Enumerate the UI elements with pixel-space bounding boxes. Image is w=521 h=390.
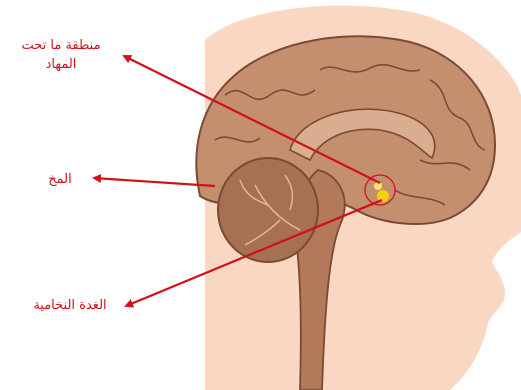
- label-hypothalamus: منطقة ما تحت المهاد: [2, 36, 120, 74]
- label-hypothalamus-line2: المهاد: [2, 55, 120, 74]
- label-hypothalamus-line1: منطقة ما تحت: [2, 36, 120, 55]
- label-brain: المخ: [30, 170, 90, 189]
- label-pituitary: الغدة النخامية: [10, 296, 130, 315]
